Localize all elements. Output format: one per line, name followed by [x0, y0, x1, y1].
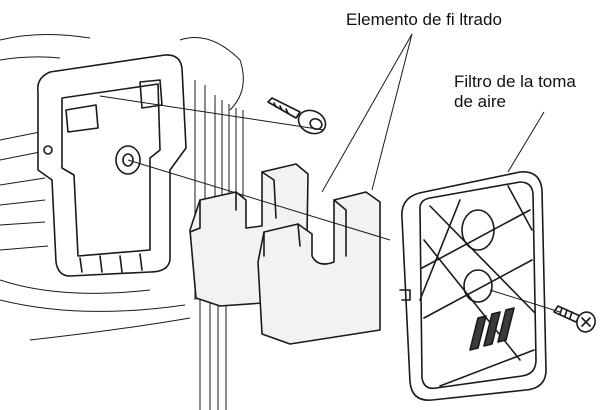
filter-element — [189, 163, 381, 345]
label-intake-filter-line2: de aire — [454, 92, 506, 111]
intake-filter-cover — [399, 171, 547, 401]
screw — [553, 305, 596, 333]
bolt — [267, 97, 327, 135]
label-filter-element: Elemento de fi ltrado — [346, 10, 502, 29]
filter-housing — [36, 54, 187, 277]
leader-lines — [321, 33, 545, 193]
label-intake-filter-line1: Filtro de la toma — [454, 72, 576, 91]
label-intake-filter: Filtro de la toma de aire — [454, 72, 576, 112]
assembly-guide-lines — [99, 95, 561, 313]
